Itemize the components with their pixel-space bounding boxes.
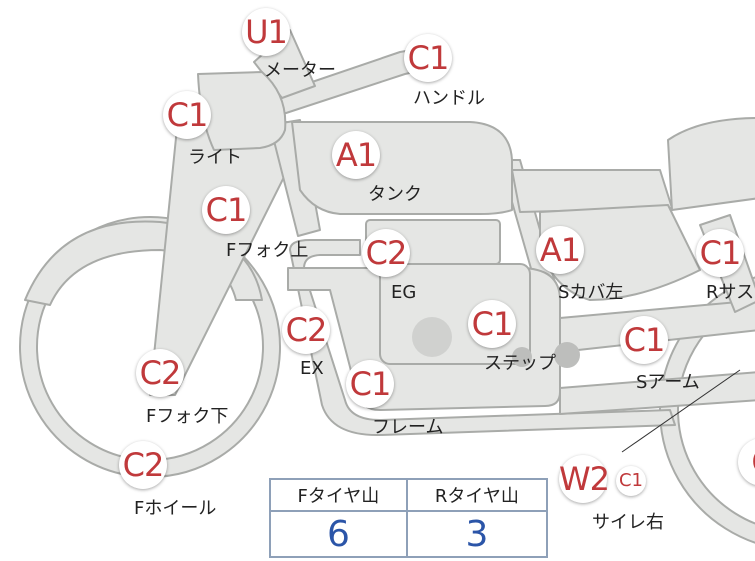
right-silencer-code-badge: W2: [559, 455, 610, 503]
front-wheel-label: Fホイール: [134, 498, 217, 519]
front-tire-tread-header: Fタイヤ山: [269, 478, 408, 512]
headlight: [197, 71, 287, 151]
tank-code-badge: A1: [332, 131, 380, 179]
tire-tread-table: Fタイヤ山 Rタイヤ山 6 3: [269, 478, 549, 558]
rear-seat: [667, 117, 755, 211]
partial-code-badge: C: [738, 438, 755, 486]
engine-cover: [412, 317, 452, 357]
lower-fork-code-badge: C2: [136, 349, 184, 397]
footpeg-knob: [554, 342, 580, 368]
engine-code-badge: C2: [362, 229, 410, 277]
rear-suspension-code-badge: C1: [696, 229, 744, 277]
headlight-label: ライト: [188, 147, 242, 168]
right-silencer-sub-code-badge: C1: [616, 466, 646, 496]
exhaust-label: EX: [300, 358, 324, 379]
leader-line: [621, 369, 741, 453]
left-side-cover-code-badge: A1: [536, 226, 584, 274]
frame: [289, 239, 676, 437]
meter-label: メーター: [264, 60, 336, 81]
rear-tire-tread-value: 3: [405, 510, 549, 558]
meter-code-badge: U1: [242, 8, 290, 56]
swing-arm-label: Sアーム: [636, 372, 700, 393]
swing-arm-code-badge: C1: [620, 316, 668, 364]
lower-fork-label: Fフォク下: [146, 406, 229, 427]
fork-tube: [269, 119, 321, 237]
muffler: [559, 371, 755, 415]
engine-label: EG: [391, 282, 417, 303]
rear-suspension-label: Rサス: [706, 282, 755, 303]
upper-fork-label: Fフォク上: [226, 240, 309, 261]
frame-label: フレーム: [372, 417, 444, 438]
front-tire-tread-value: 6: [269, 510, 408, 558]
step-code-badge: C1: [468, 300, 516, 348]
headlight-code-badge: C1: [163, 91, 211, 139]
tank-label: タンク: [368, 184, 422, 205]
handlebar-label: ハンドル: [413, 88, 485, 109]
step-label: ステップ: [484, 353, 556, 374]
left-side-cover-label: Sカバ左: [558, 282, 624, 303]
exhaust-code-badge: C2: [282, 306, 330, 354]
front-wheel-code-badge: C2: [119, 441, 167, 489]
footpeg-knob: [512, 347, 532, 367]
upper-fork-code-badge: C1: [202, 186, 250, 234]
rear-tire-tread-header: Rタイヤ山: [405, 478, 549, 512]
frame-code-badge: C1: [346, 360, 394, 408]
right-silencer-label: サイレ右: [592, 512, 664, 533]
handlebar-code-badge: C1: [404, 34, 452, 82]
